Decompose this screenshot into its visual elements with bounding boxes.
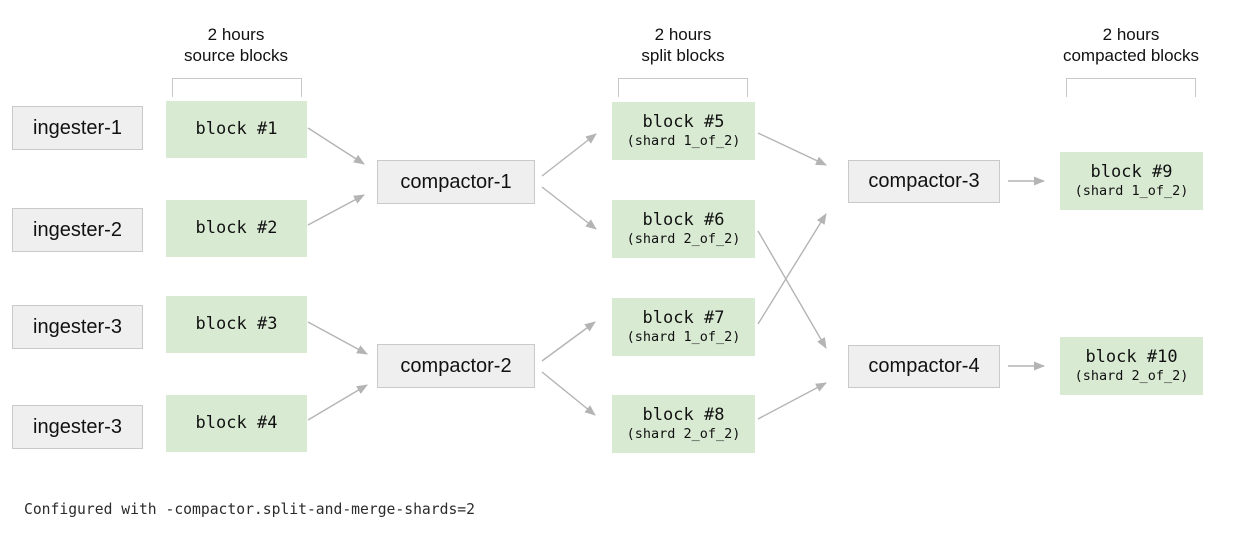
- ingester-3b-box: ingester-3: [12, 405, 143, 449]
- source-block-3-label: block #3: [195, 314, 278, 334]
- compacted-block-9-shard: (shard 1_of_2): [1074, 183, 1189, 199]
- split-blocks-bracket: [618, 78, 748, 97]
- split-block-8-label: block #8: [642, 405, 725, 425]
- compacted-block-10-shard: (shard 2_of_2): [1074, 368, 1189, 384]
- source-blocks-header-line1: 2 hours: [207, 25, 265, 44]
- compacted-block-10: block #10 (shard 2_of_2): [1060, 337, 1203, 395]
- split-blocks-header: 2 hours split blocks: [573, 24, 793, 66]
- split-block-7: block #7 (shard 1_of_2): [612, 298, 755, 356]
- compacted-block-9: block #9 (shard 1_of_2): [1060, 152, 1203, 210]
- arrow-block5-to-compactor3: [757, 132, 827, 166]
- arrow-block6-to-compactor4: [757, 230, 827, 349]
- source-blocks-bracket: [172, 78, 302, 97]
- split-blocks-header-line2: split blocks: [641, 46, 725, 65]
- compacted-blocks-bracket: [1066, 78, 1196, 97]
- split-block-6-shard: (shard 2_of_2): [626, 231, 741, 247]
- source-block-2-label: block #2: [195, 218, 278, 238]
- split-block-8-shard: (shard 2_of_2): [626, 426, 741, 442]
- arrow-block1-to-compactor1: [307, 127, 365, 165]
- split-block-6: block #6 (shard 2_of_2): [612, 200, 755, 258]
- compactor-1-box: compactor-1: [377, 160, 535, 204]
- arrow-block4-to-compactor2: [307, 384, 368, 421]
- split-block-8: block #8 (shard 2_of_2): [612, 395, 755, 453]
- compactor-2-box: compactor-2: [377, 344, 535, 388]
- compacted-blocks-header: 2 hours compacted blocks: [1021, 24, 1236, 66]
- arrow-block8-to-compactor4: [757, 382, 827, 420]
- compacted-block-10-label: block #10: [1085, 347, 1178, 367]
- ingester-3b-label: ingester-3: [33, 415, 122, 438]
- split-block-7-label: block #7: [642, 308, 725, 328]
- split-block-5-label: block #5: [642, 112, 725, 132]
- source-block-4: block #4: [166, 395, 307, 452]
- source-block-3: block #3: [166, 296, 307, 353]
- ingester-3-label: ingester-3: [33, 315, 122, 338]
- split-block-7-shard: (shard 1_of_2): [626, 329, 741, 345]
- source-blocks-header-line2: source blocks: [184, 46, 288, 65]
- arrow-compactor2-to-block7: [541, 321, 596, 362]
- arrow-compactor1-to-block6: [541, 186, 597, 230]
- compactor-3-label: compactor-3: [868, 170, 980, 192]
- compactor-2-label: compactor-2: [400, 354, 512, 377]
- arrow-compactor1-to-block5: [541, 133, 597, 177]
- ingester-1-box: ingester-1: [12, 106, 143, 150]
- compactor-3-box: compactor-3: [848, 160, 1000, 203]
- split-block-6-label: block #6: [642, 210, 725, 230]
- ingester-2-box: ingester-2: [12, 208, 143, 252]
- source-block-1: block #1: [166, 101, 307, 158]
- split-block-5-shard: (shard 1_of_2): [626, 133, 741, 149]
- compactor-1-label: compactor-1: [400, 170, 512, 193]
- source-block-4-label: block #4: [195, 413, 278, 433]
- source-block-1-label: block #1: [195, 119, 278, 139]
- compactor-4-box: compactor-4: [848, 345, 1000, 388]
- compacted-block-9-label: block #9: [1090, 162, 1173, 182]
- compactor-4-label: compactor-4: [868, 355, 980, 377]
- config-caption: Configured with -compactor.split-and-mer…: [24, 501, 475, 518]
- arrow-block3-to-compactor2: [307, 321, 368, 355]
- compacted-blocks-header-line2: compacted blocks: [1062, 46, 1200, 65]
- split-block-5: block #5 (shard 1_of_2): [612, 102, 755, 160]
- ingester-1-label: ingester-1: [33, 116, 122, 139]
- arrow-compactor2-to-block8: [541, 371, 596, 416]
- split-blocks-header-line1: 2 hours: [654, 25, 712, 44]
- arrow-block2-to-compactor1: [307, 194, 365, 226]
- ingester-2-label: ingester-2: [33, 218, 122, 241]
- source-block-2: block #2: [166, 200, 307, 257]
- ingester-3-box: ingester-3: [12, 305, 143, 349]
- source-blocks-header: 2 hours source blocks: [126, 24, 346, 66]
- arrow-block7-to-compactor3: [757, 213, 827, 325]
- compacted-blocks-header-line1: 2 hours: [1102, 25, 1160, 44]
